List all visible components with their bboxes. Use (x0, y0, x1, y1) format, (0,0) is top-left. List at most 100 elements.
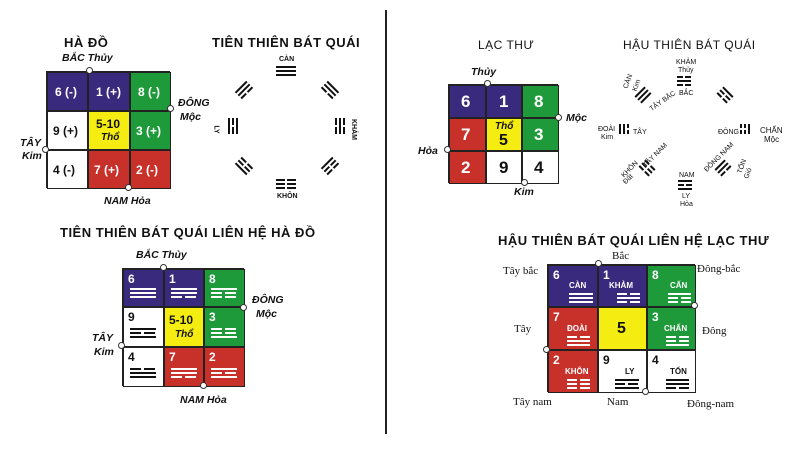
tt-east-dot (240, 304, 247, 311)
lac-thu-east-label: Mộc (566, 112, 587, 124)
lac-cell-1: 1 (486, 85, 522, 118)
lac-thu-south-label: Kim (514, 186, 534, 198)
ht-bottom-trigram-icon (678, 180, 692, 190)
ht-bottom-label-3: Hỏa (680, 201, 693, 208)
tt-west-dot (118, 342, 125, 349)
lac-cell-7: 7 (449, 118, 486, 151)
ht-lh-northeast-label: Đông-bắc (697, 263, 741, 275)
tien-thien-sw-trigram-icon (234, 156, 254, 176)
tt-lien-he-east-label-2: Mộc (256, 308, 277, 320)
ha-do-cell-9: 9 (+) (47, 111, 88, 150)
ha-do-cell-8: 8 (-) (130, 72, 171, 111)
ht-left-trigram-icon (619, 124, 629, 134)
tien-thien-left-trigram-icon (228, 118, 238, 134)
lac-cell-2: 2 (449, 151, 486, 184)
hau-thien-title: HẬU THIÊN BÁT QUÁI (623, 38, 756, 52)
ht-lh-southeast-label: Đông-nam (687, 398, 735, 410)
ht-lh-southwest-label: Tây nam (513, 396, 552, 408)
tien-thien-left-label: LY (212, 125, 220, 134)
ha-do-north-dot (86, 67, 93, 74)
ha-do-east-label-1: ĐÔNG (178, 97, 210, 109)
tt-cell-9: 9 (123, 307, 164, 347)
lac-thu-north-label: Thủy (471, 66, 497, 78)
tt-cell-4: 4 (123, 347, 164, 387)
tien-thien-right-trigram-icon (335, 118, 345, 134)
lac-thu-west-label: Hỏa (418, 145, 438, 157)
tien-thien-bottom-trigram-icon (276, 179, 296, 189)
lac-cell-3: 3 (522, 118, 559, 151)
center-divider (385, 10, 387, 434)
ha-do-east-dot (167, 105, 174, 112)
lac-east-dot (555, 114, 562, 121)
ha-do-cell-7: 7 (+) (88, 150, 130, 189)
lac-cell-8: 8 (522, 85, 559, 118)
ht-right-label-2: CHẤN (760, 126, 783, 135)
ha-do-east-label-2: Mộc (180, 111, 201, 123)
tt-lien-he-west-label-1: TÂY (92, 332, 113, 344)
tien-thien-ne-trigram-icon (320, 80, 340, 100)
ht-left-label-1: ĐOÀI (598, 126, 616, 133)
ha-do-cell-1: 1 (+) (88, 72, 130, 111)
lac-thu-title: LẠC THƯ (478, 38, 535, 52)
ht-right-trigram-icon (740, 124, 750, 134)
tt-lien-he-north-label: BẮC Thủy (136, 249, 187, 261)
ht-right-label-3: Mộc (764, 135, 780, 144)
lac-cell-9: 9 (486, 151, 522, 184)
htlh-west-dot (543, 346, 550, 353)
lac-south-dot (521, 179, 528, 186)
tt-cell-7: 7 (164, 347, 204, 387)
ht-lh-northwest-label: Tây bắc (503, 265, 539, 277)
ht-top-label-2: Thủy (678, 67, 694, 74)
htlh-northeast-dot (691, 302, 698, 309)
tt-lien-he-east-label-1: ĐÔNG (252, 294, 284, 306)
tt-north-dot (160, 264, 167, 271)
ht-left-label-3: TÂY (633, 129, 647, 136)
ha-do-south-label: NAM Hỏa (104, 195, 151, 207)
ht-top-trigram-icon (677, 76, 691, 86)
ha-do-cell-3: 3 (+) (130, 111, 171, 150)
tien-thien-top-trigram-icon (276, 66, 296, 76)
ht-top-label-3: BẮC (679, 90, 694, 97)
ha-do-cell-6: 6 (-) (47, 72, 88, 111)
ha-do-west-label-2: Kim (22, 150, 42, 162)
tt-cell-6: 6 (123, 269, 164, 307)
tt-cell-1: 1 (164, 269, 204, 307)
tt-cell-3: 3 (204, 307, 245, 347)
ht-lh-south-label: Nam (607, 396, 629, 408)
ht-right-label-1: ĐÔNG (718, 129, 739, 136)
ht-lh-west-label: Tây (514, 323, 532, 335)
ha-do-title: HÀ ĐỒ (64, 35, 109, 50)
ht-nw-label-3: TÂY BẮC (648, 90, 678, 113)
lac-cell-6: 6 (449, 85, 486, 118)
ha-do-cell-2: 2 (-) (130, 150, 171, 189)
ht-ne-trigram-icon (716, 86, 734, 104)
tien-thien-bottom-label: KHÔN (277, 193, 298, 200)
tien-thien-se-trigram-icon (320, 156, 340, 176)
tt-south-dot (200, 382, 207, 389)
ha-do-north-label: BẮC Thủy (62, 52, 113, 64)
tt-lien-he-south-label: NAM Hỏa (180, 394, 227, 406)
ht-lien-he-title: HẬU THIÊN BÁT QUÁI LIÊN HỆ LẠC THƯ (498, 233, 770, 248)
ht-top-label-1: KHẢM (676, 59, 697, 66)
ha-do-west-dot (42, 146, 49, 153)
tt-cell-8: 8 (204, 269, 245, 307)
ha-do-west-label-1: TÂY (20, 137, 41, 149)
htlh-cell-center: 5 (598, 307, 647, 350)
tt-cell-2: 2 (204, 347, 245, 387)
tt-lien-he-west-label-2: Kim (94, 346, 114, 358)
tien-thien-right-label: KHẢM (350, 119, 357, 140)
